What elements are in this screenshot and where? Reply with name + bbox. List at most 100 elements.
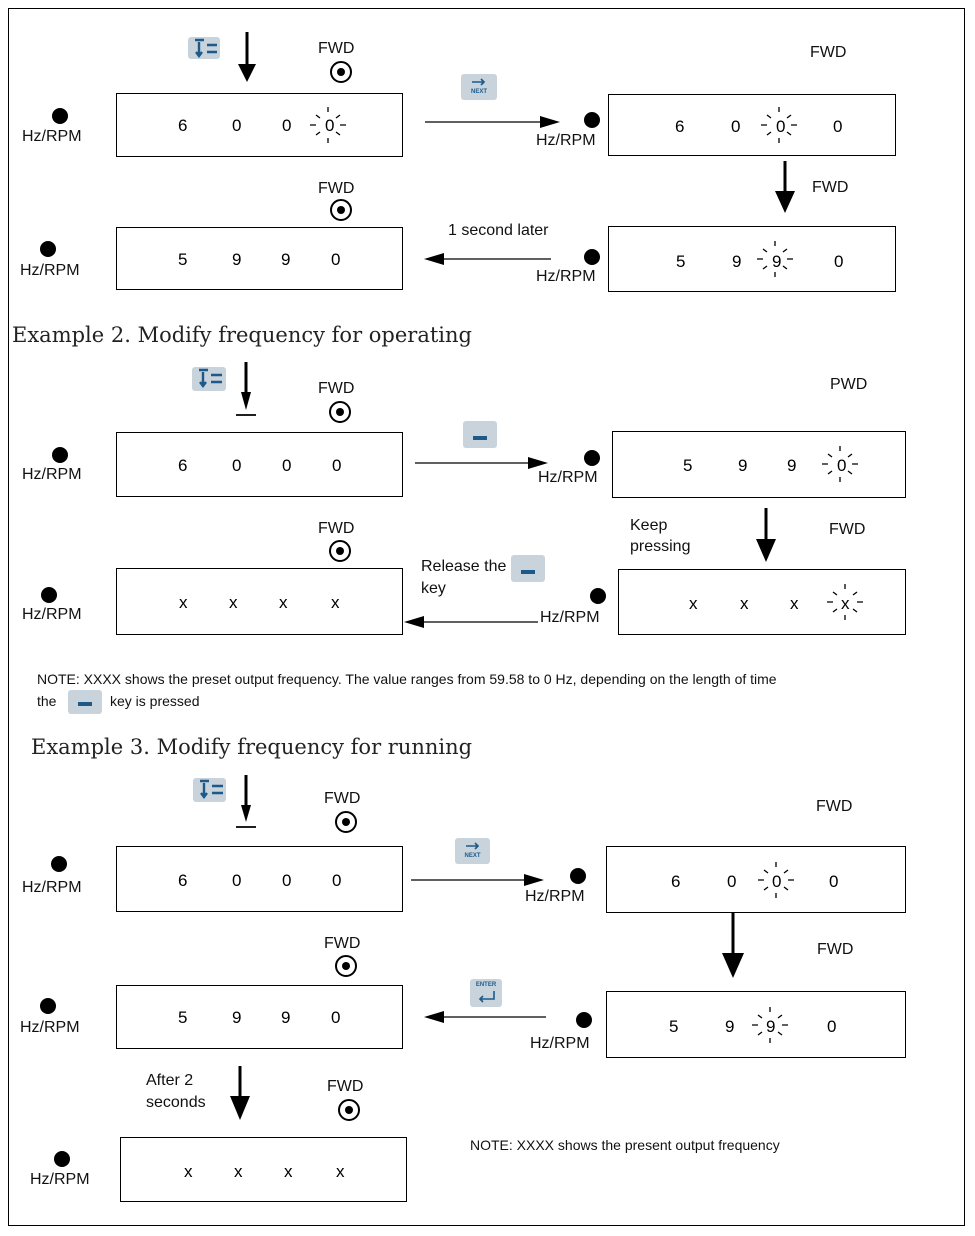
keep-pressing-label: Keep pressing: [630, 515, 690, 557]
pwd-label: PWD: [830, 376, 868, 393]
fwd-indicator-icon: [329, 401, 351, 423]
display-box: 6 0 0 0: [608, 94, 896, 156]
hz-rpm-label: Hz/RPM: [540, 609, 600, 626]
display-digit: x: [331, 593, 340, 612]
horizontal-arrows: [411, 121, 551, 1018]
display-digit: 0: [282, 116, 292, 135]
indicator-dot: [40, 998, 56, 1014]
display-digit: 5: [178, 250, 188, 269]
indicator-dot: [52, 108, 68, 124]
display-digit: 0: [827, 1017, 837, 1036]
fwd-label: FWD: [327, 1078, 364, 1095]
display-digit: 6: [178, 116, 188, 135]
minus-key-icon: [511, 555, 545, 582]
display-digit: 9: [281, 1008, 291, 1027]
indicator-dot: [40, 241, 56, 257]
fwd-label: FWD: [324, 935, 361, 952]
fwd-label: FWD: [810, 44, 847, 61]
indicator-dot: [584, 249, 600, 265]
display-digit: 0: [331, 1008, 341, 1027]
display-digit: 9: [232, 250, 242, 269]
hz-rpm-label: Hz/RPM: [22, 128, 82, 145]
fwd-label: FWD: [324, 790, 361, 807]
display-digit: 6: [675, 117, 685, 136]
display-box: x x x x: [120, 1137, 407, 1202]
minus-glyph: [473, 436, 487, 440]
display-digit: 9: [732, 252, 742, 271]
display-box: 5 9 9 0: [608, 226, 896, 292]
indicator-dot: [51, 856, 67, 872]
hz-rpm-label: Hz/RPM: [538, 469, 598, 486]
minus-glyph: [521, 570, 535, 574]
display-digit: 0: [731, 117, 741, 136]
display-digit-blinking: 0: [837, 456, 847, 475]
fwd-label: FWD: [829, 521, 866, 538]
display-digit-blinking: 9: [766, 1017, 776, 1036]
enter-key-glyph: [478, 991, 495, 1003]
display-digit: 9: [738, 456, 748, 475]
fwd-indicator-icon: [330, 199, 352, 221]
indicator-dot: [41, 587, 57, 603]
note-the: the: [37, 693, 57, 709]
indicator-dot: [54, 1151, 70, 1167]
hz-rpm-label: Hz/RPM: [536, 268, 596, 285]
display-digit-blinking: 0: [772, 872, 782, 891]
display-digit: 0: [282, 456, 292, 475]
display-digit-blinking: x: [841, 594, 850, 613]
display-digit-blinking: 0: [776, 117, 786, 136]
display-digit: 9: [725, 1017, 735, 1036]
display-digit: 0: [834, 252, 844, 271]
fwd-label: FWD: [318, 40, 355, 57]
display-digit: 6: [671, 872, 681, 891]
display-digit: 9: [232, 1008, 242, 1027]
fwd-label: FWD: [318, 180, 355, 197]
fwd-label: FWD: [318, 520, 355, 537]
minus-key-icon: [463, 421, 497, 448]
indicator-dot: [584, 450, 600, 466]
display-digit: 6: [178, 871, 188, 890]
fwd-label: FWD: [812, 179, 849, 196]
display-digit: x: [279, 593, 288, 612]
next-key-label: NEXT: [470, 89, 487, 95]
fwd-label: FWD: [318, 380, 355, 397]
display-box: 6 0 0 0: [606, 846, 906, 913]
display-digit: x: [179, 593, 188, 612]
hz-rpm-label: Hz/RPM: [30, 1171, 90, 1188]
hz-rpm-label: Hz/RPM: [525, 888, 585, 905]
display-digit: 0: [232, 456, 242, 475]
note-present-frequency: NOTE: XXXX shows the present output freq…: [470, 1137, 780, 1153]
mode-key-icon: [192, 367, 226, 391]
display-digit-blinking: 0: [325, 116, 335, 135]
next-key-icon: NEXT: [461, 74, 497, 100]
keep-pressing-line-1: Keep: [630, 517, 668, 534]
display-digit: 5: [178, 1008, 188, 1027]
indicator-dot: [52, 447, 68, 463]
display-digit: 5: [669, 1017, 679, 1036]
blink-rays: [310, 107, 863, 1043]
minus-key-icon: [68, 690, 102, 714]
display-box: 6 0 0 0: [116, 432, 403, 497]
after-line-2: seconds: [146, 1094, 206, 1111]
hz-rpm-label: Hz/RPM: [22, 606, 82, 623]
display-digit: 6: [178, 456, 188, 475]
thin-down-arrow-heads: [241, 392, 251, 822]
display-digit: 0: [332, 871, 342, 890]
display-digit: 0: [282, 871, 292, 890]
hz-rpm-label: Hz/RPM: [22, 879, 82, 896]
horizontal-arrow-heads: [404, 116, 560, 1023]
display-box: 5 9 9 0: [116, 985, 403, 1049]
display-digit: x: [234, 1162, 243, 1181]
display-digit: x: [184, 1162, 193, 1181]
display-digit: 5: [683, 456, 693, 475]
display-digit: 9: [281, 250, 291, 269]
thick-down-arrows: [230, 32, 795, 1120]
one-second-later-label: 1 second later: [448, 222, 549, 239]
keep-pressing-line-2: pressing: [630, 538, 691, 555]
mode-key-glyph: [195, 38, 223, 799]
example-2-heading: Example 2. Modify frequency for operatin…: [12, 323, 472, 347]
example-3-heading: Example 3. Modify frequency for running: [31, 735, 473, 759]
hz-rpm-label: Hz/RPM: [530, 1035, 590, 1052]
display-digit-blinking: 9: [772, 252, 782, 271]
